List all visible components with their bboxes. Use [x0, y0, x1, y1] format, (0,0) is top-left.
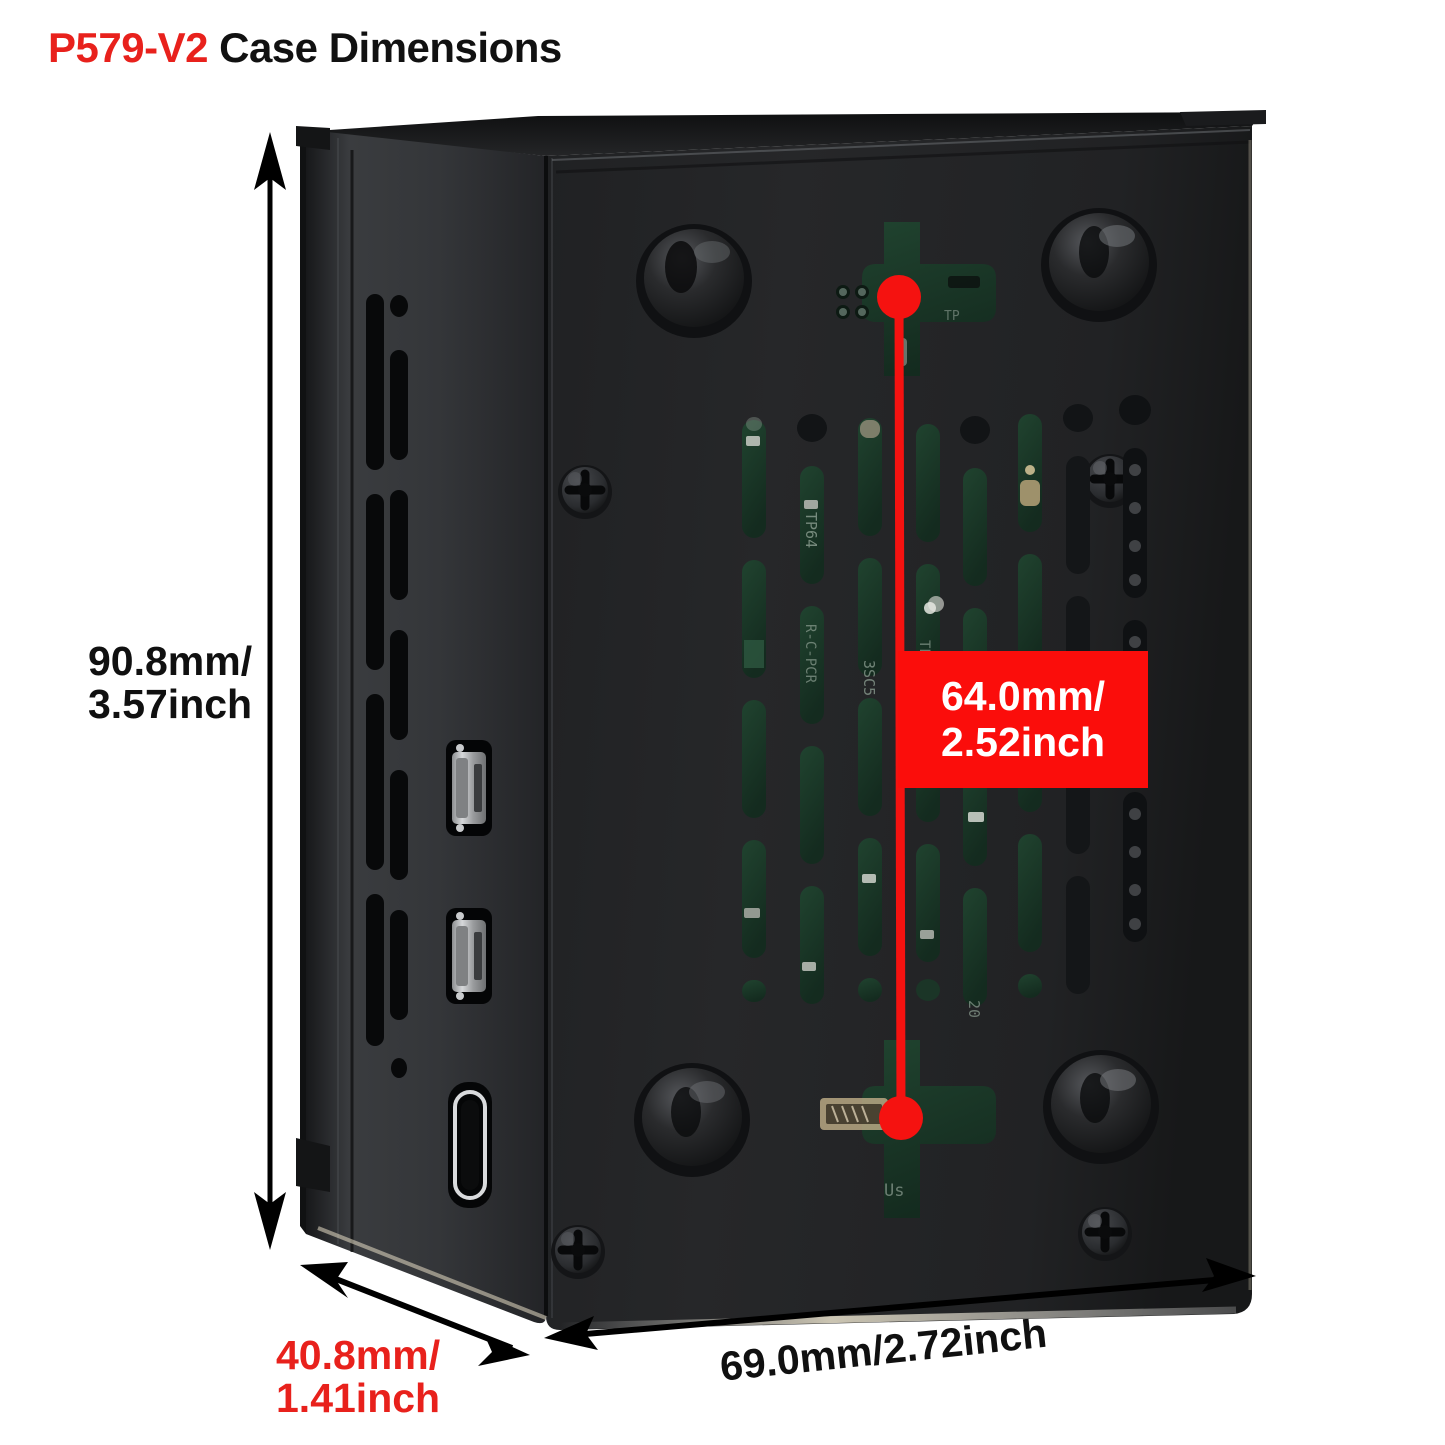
product-model-label: P579-V2	[48, 24, 208, 71]
vent-column-3: 3SC5	[858, 418, 882, 1002]
left-panel-details	[366, 294, 492, 1208]
width-arrow	[544, 1258, 1256, 1350]
case-tab-top-left	[296, 126, 330, 150]
depth-dimension-label: 40.8mm/ 1.41inch	[276, 1332, 441, 1422]
internal-mm: 64.0mm/	[940, 672, 1106, 719]
micro-hdmi-port-2	[446, 908, 492, 1004]
svg-text:20: 20	[965, 1000, 983, 1018]
screw-bottom-right	[1078, 1207, 1132, 1261]
svg-text:TP64: TP64	[802, 512, 820, 548]
rubber-feet	[634, 208, 1159, 1177]
dimension-arrows	[254, 132, 1256, 1366]
case-bottom-edge-glow	[559, 1306, 1237, 1330]
page-title: P579-V2 Case Dimensions	[48, 24, 562, 72]
vent-slot-column-left	[366, 294, 384, 1046]
case-front-top-seam	[551, 129, 1251, 161]
rubber-foot-bottom-left	[634, 1063, 750, 1177]
micro-hdmi-port-1	[446, 740, 492, 836]
measure-endpoint-top	[877, 275, 921, 319]
case-left-panel	[306, 130, 546, 1324]
height-arrow	[254, 132, 286, 1250]
vent-slot-column-right	[390, 295, 408, 1078]
svg-text:Us: Us	[884, 1181, 904, 1201]
internal-dimension-callout: 64.0mm/ 2.52inch	[898, 651, 1148, 788]
pcb-components	[744, 436, 1035, 971]
page-title-suffix: Case Dimensions	[207, 24, 562, 71]
svg-text:3SC5: 3SC5	[860, 660, 878, 696]
case-left-edge-strip	[300, 132, 306, 1234]
case-front-top-seam-2	[555, 140, 1251, 174]
depth-inch: 1.41inch	[276, 1375, 441, 1422]
case-tab-bottom-left	[296, 1138, 330, 1192]
case-top-tab	[1180, 110, 1266, 126]
usb-c-port	[448, 1082, 492, 1208]
case-left-bottom-edge-glow	[317, 1226, 547, 1320]
case-top-face	[300, 112, 1262, 156]
vent-column-1	[742, 417, 766, 1002]
depth-arrow	[300, 1262, 530, 1366]
pcb-cutout-bottom: Us	[820, 1040, 996, 1218]
rubber-foot-top-right	[1041, 208, 1157, 322]
screw-top-left	[558, 465, 612, 519]
rubber-foot-top-left	[636, 224, 752, 338]
height-inch: 3.57inch	[88, 681, 253, 728]
case-screws	[551, 454, 1137, 1279]
height-mm: 90.8mm/	[88, 638, 253, 684]
screw-bottom-left	[551, 1225, 605, 1279]
svg-text:TP: TP	[944, 309, 960, 324]
internal-inch: 2.52inch	[940, 718, 1106, 765]
svg-text:R-C-PCR: R-C-PCR	[802, 624, 818, 684]
depth-mm: 40.8mm/	[276, 1332, 441, 1378]
vent-column-2: TP64 R-C-PCR	[797, 414, 827, 1004]
height-dimension-label: 90.8mm/ 3.57inch	[88, 638, 253, 728]
measure-endpoint-bottom	[879, 1096, 923, 1140]
rubber-foot-bottom-right	[1043, 1050, 1159, 1164]
